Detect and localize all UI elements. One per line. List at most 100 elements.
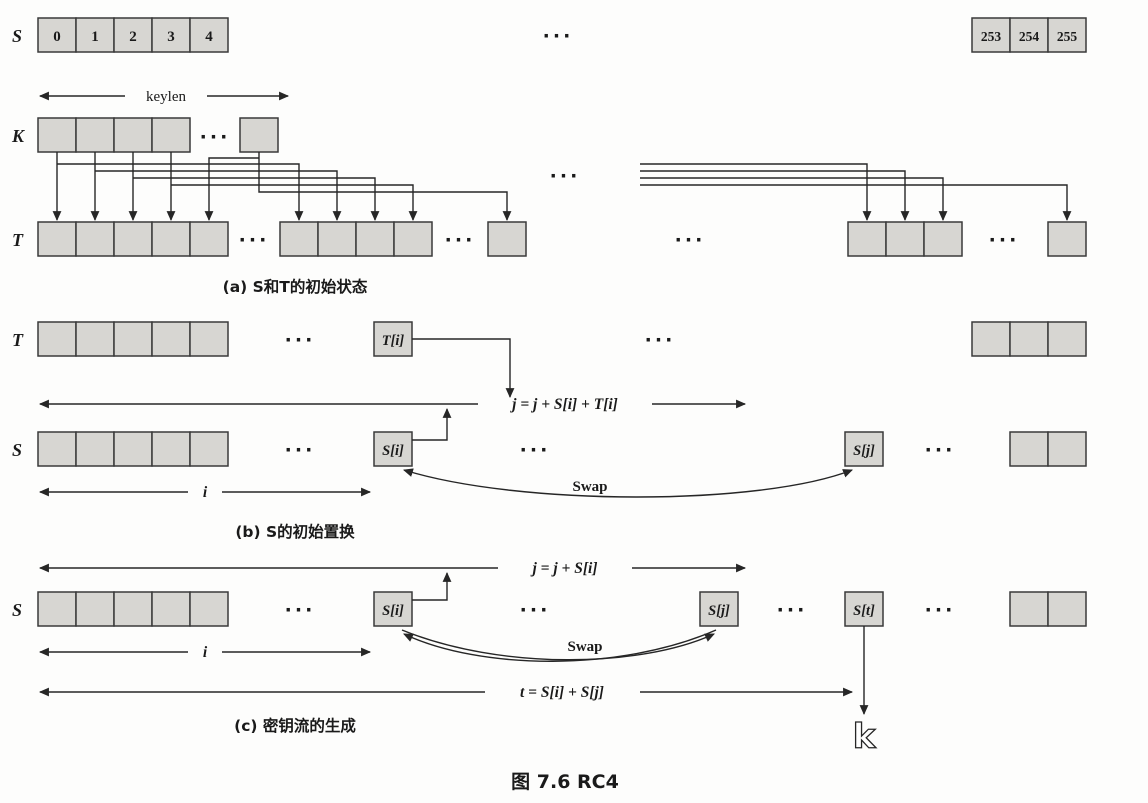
ellipsis: ··· [925, 439, 956, 461]
ellipsis: ··· [925, 599, 956, 621]
array-cell [151, 431, 191, 467]
key-to-t-arrow [640, 177, 948, 222]
key-to-t-arrow [640, 163, 872, 222]
array-cell [189, 221, 229, 257]
s-j-cell [844, 431, 884, 467]
array-cell [1009, 17, 1049, 53]
array-cell [37, 431, 77, 467]
swap-arrow [402, 468, 853, 498]
s-i-to-j-arrow [412, 407, 452, 441]
cell-value: 255 [1057, 29, 1078, 44]
array-cell [1047, 431, 1087, 467]
cell-value: 2 [129, 29, 137, 45]
array-cell [151, 591, 191, 627]
array-cell [37, 221, 77, 257]
array-cell [113, 431, 153, 467]
cell-value: 253 [981, 29, 1002, 44]
s-i-cell [373, 591, 413, 627]
cell-value: 254 [1019, 29, 1040, 44]
array-cell [1047, 17, 1087, 53]
key-to-t-arrow [57, 163, 304, 222]
array-cell [189, 17, 229, 53]
row-label-s: S [12, 440, 22, 460]
i-label: i [203, 644, 208, 661]
array-cell [971, 321, 1011, 357]
row-label-s: S [12, 600, 22, 620]
array-cell [75, 591, 115, 627]
ellipsis: ··· [285, 439, 316, 461]
ellipsis: ··· [200, 126, 231, 148]
array-cell [75, 17, 115, 53]
ellipsis: ··· [645, 329, 676, 351]
array-cell [75, 117, 115, 153]
array-cell [279, 221, 319, 257]
s-j-cell [699, 591, 739, 627]
array-cell [75, 321, 115, 357]
ellipsis: ··· [520, 439, 551, 461]
s-j-label: S[j] [708, 603, 730, 619]
section-b-initial-permutation: T ··· T[i] ··· j = j + S[i] + T[i] S ···… [12, 321, 1087, 541]
array-cell [1009, 321, 1049, 357]
s-i-to-j-arrow [412, 571, 452, 601]
array-cell [113, 591, 153, 627]
ellipsis: ··· [543, 25, 574, 47]
j-gen-formula: j = j + S[i] [529, 560, 597, 577]
ellipsis: ··· [777, 599, 808, 621]
array-cell [113, 221, 153, 257]
keystream-output-k: k [853, 717, 877, 757]
s-t-label: S[t] [853, 603, 875, 619]
t-i-cell [373, 321, 413, 357]
ellipsis: ··· [285, 329, 316, 351]
array-cell [1047, 591, 1087, 627]
caption-b: (b) S的初始置换 [235, 522, 355, 541]
swap-label: Swap [567, 639, 602, 655]
array-cell [1047, 321, 1087, 357]
s-i-label: S[i] [382, 603, 404, 619]
cell-value: 4 [205, 29, 213, 45]
array-cell [75, 431, 115, 467]
key-to-t-arrow [640, 170, 910, 222]
caption-c: (c) 密钥流的生成 [234, 716, 356, 735]
i-label: i [203, 484, 208, 501]
ellipsis: ··· [989, 229, 1020, 251]
row-label-k: K [11, 126, 26, 146]
array-cell [151, 117, 191, 153]
array-cell [75, 221, 115, 257]
array-cell [847, 221, 887, 257]
array-cell [1047, 221, 1087, 257]
caption-a: (a) S和T的初始状态 [223, 277, 368, 296]
array-cell [151, 221, 191, 257]
s-i-cell [373, 431, 413, 467]
key-to-t-arrow [204, 157, 259, 222]
t-gen-formula: t = S[i] + S[j] [520, 684, 604, 701]
array-cell [189, 431, 229, 467]
array-cell [317, 221, 357, 257]
key-to-t-arrow [171, 184, 418, 222]
array-cell [113, 117, 153, 153]
array-cell [487, 221, 527, 257]
ellipsis: ··· [445, 229, 476, 251]
array-cell [37, 17, 77, 53]
section-c-keystream-generation: j = j + S[i] S ··· S[i] ··· S[j] ··· S[t… [12, 560, 1087, 758]
row-label-t: T [12, 330, 24, 350]
key-to-t-arrow [95, 170, 342, 222]
array-cell [189, 321, 229, 357]
array-cell [1009, 591, 1049, 627]
array-cell [1009, 431, 1049, 467]
array-cell [923, 221, 963, 257]
section-a-initial-state: S 0 1 2 3 4 ··· 253 254 255 keylen K ··· [11, 17, 1087, 296]
array-cell [113, 17, 153, 53]
t-i-to-j-arrow [412, 338, 515, 399]
array-cell [239, 117, 279, 153]
array-cell [37, 321, 77, 357]
array-cell [971, 17, 1011, 53]
key-to-t-arrow [640, 184, 1072, 222]
ellipsis: ··· [239, 229, 270, 251]
ellipsis: ··· [675, 229, 706, 251]
row-label-t: T [12, 230, 24, 250]
s-j-label: S[j] [853, 443, 875, 459]
cell-value: 0 [53, 29, 61, 45]
array-cell [355, 221, 395, 257]
